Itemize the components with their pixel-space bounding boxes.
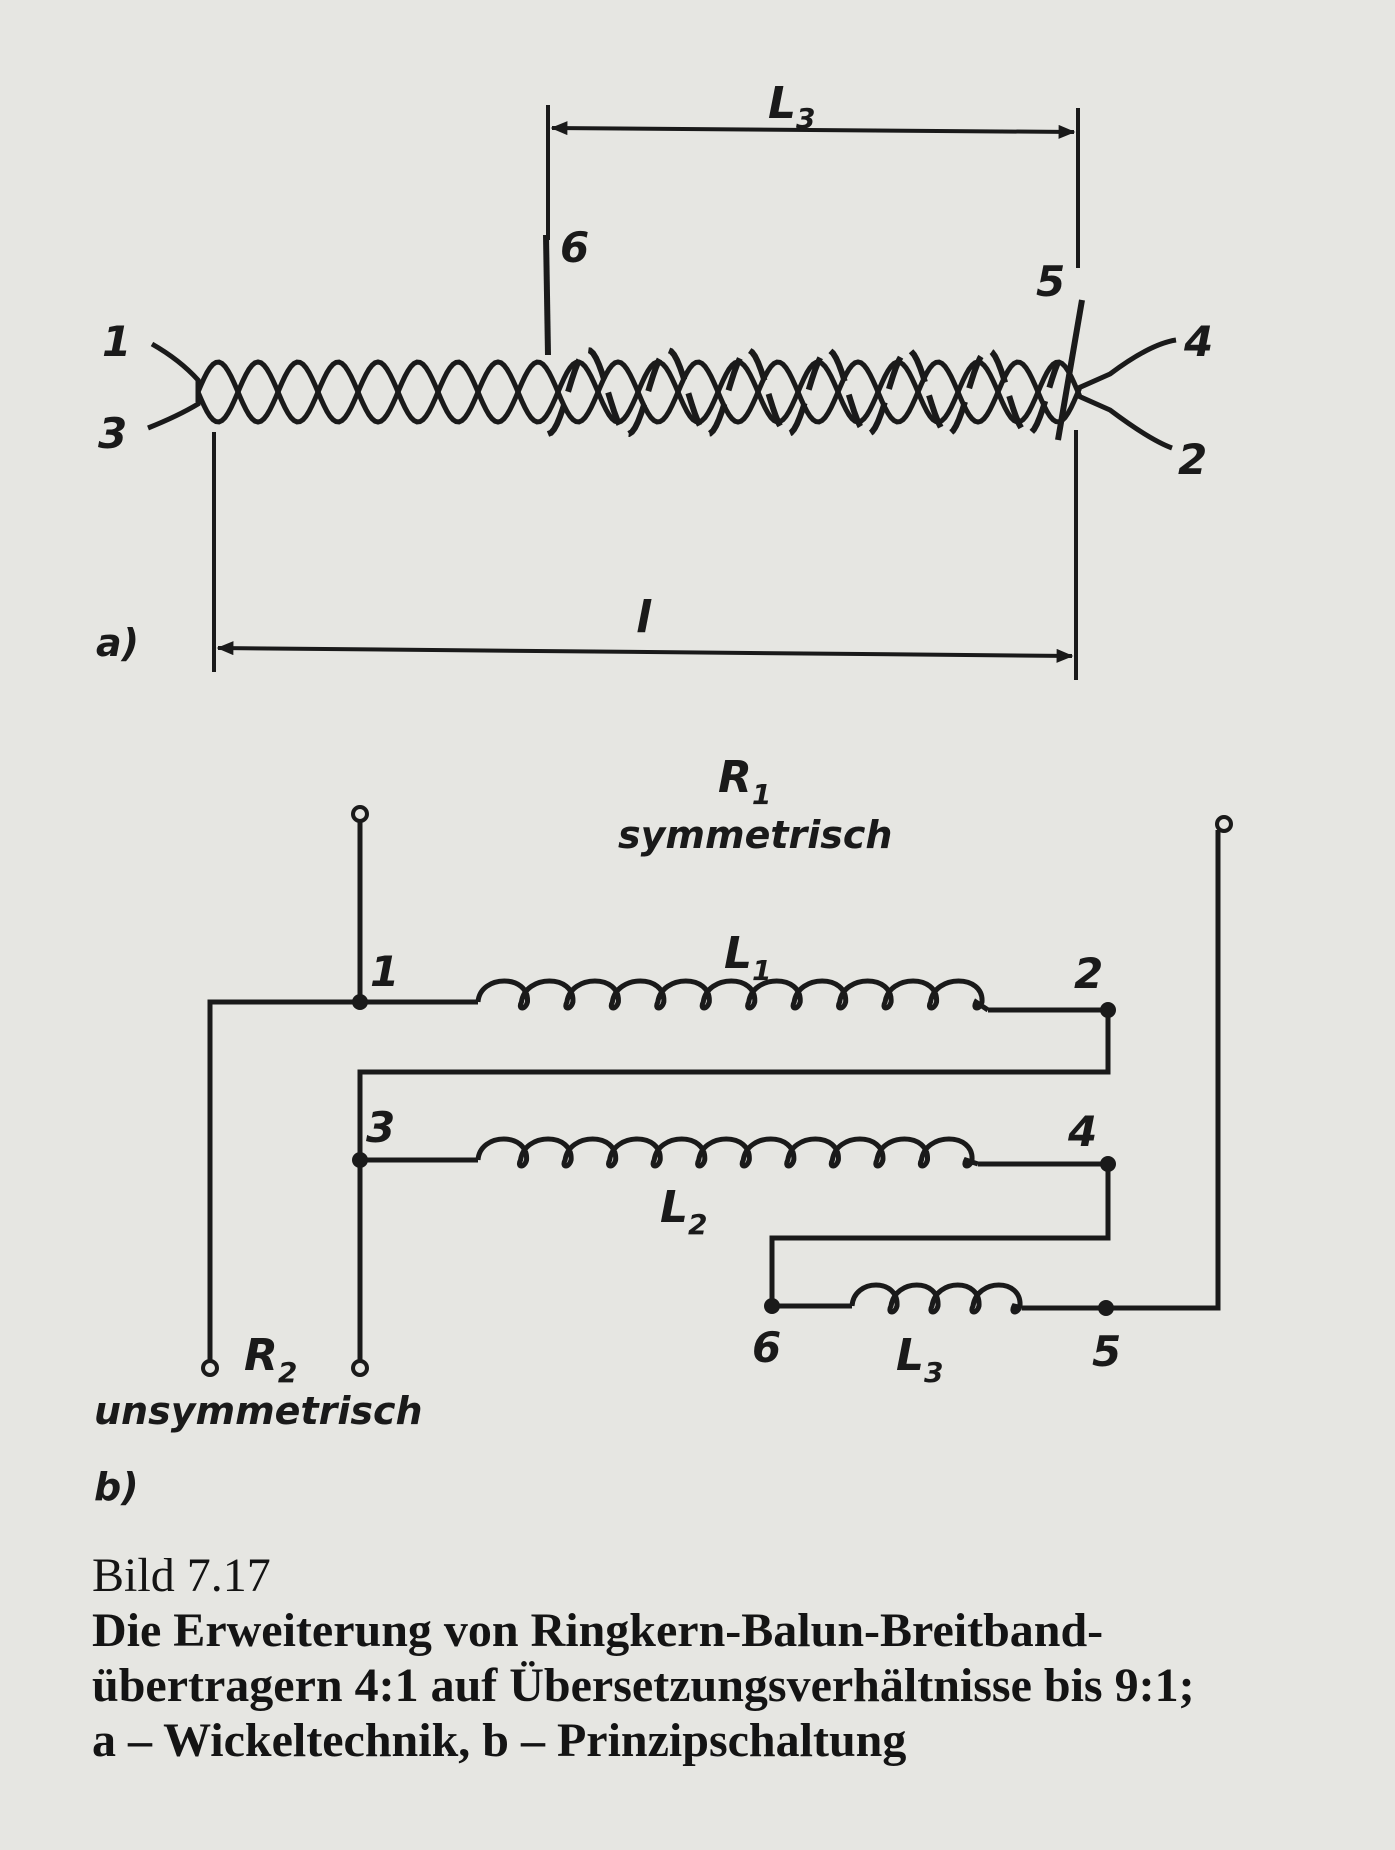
terminal-5-label: 5 [1036,257,1065,306]
r2-right-terminal [351,1359,369,1377]
caption-line-2: übertragern 4:1 auf Übersetzungsverhältn… [92,1659,1195,1712]
node-1-dot [352,994,368,1010]
inductor-l3 [849,1282,1023,1315]
node-3-dot [352,1152,368,1168]
node-1-label: 1 [370,947,399,996]
r2-left-wire [207,999,478,1362]
l3-label: L3 [896,1330,944,1389]
l3-dimension-label: L3 [768,78,816,135]
r2-label: R2 [244,1330,297,1389]
r1-right-terminal [1215,815,1233,833]
figure-number: Bild 7.17 [92,1549,271,1602]
r2-left-terminal [201,1359,219,1377]
l1-label: L1 [724,928,772,987]
node-3-label: 3 [366,1103,395,1152]
r1-left-terminal [351,805,369,823]
panel-b-label: b) [94,1465,139,1509]
node-4-label: 4 [1067,1107,1097,1156]
circuit-diagram [201,805,1233,1377]
terminal-3-label: 3 [98,409,127,458]
twisted-wire-1-2 [150,341,1173,451]
caption-line-3: a – Wickeltechnik, b – Prinzipschaltung [92,1714,907,1767]
l-dimension-label: l [636,592,652,643]
inductor-l1 [475,978,990,1013]
wire-5-6-lead-5 [1055,299,1085,441]
figure-caption: Bild 7.17 Die Erweiterung von Ringkern-B… [92,1548,1382,1768]
winding-diagram: L3 l 1 3 4 2 6 5 a) [96,78,1213,680]
link-2-to-3 [357,1007,1111,1362]
link-4-to-6 [769,1161,1111,1306]
node-6-dot [764,1298,780,1314]
panel-a-label: a) [96,621,139,665]
wire-5-6-winding [546,346,1061,438]
terminal-2-label: 2 [1178,435,1207,484]
l2-label: L2 [660,1182,708,1241]
r1-description: symmetrisch [618,813,892,857]
node-5-label: 5 [1092,1327,1121,1376]
terminal-4-label: 4 [1183,317,1213,366]
inductor-l2 [475,1136,979,1169]
twisted-wire-3-4 [147,337,1177,431]
r1-label: R1 [718,752,771,811]
circuit-labels: R1 symmetrisch R2 unsymmetrisch L1 L2 L3… [94,752,1121,1509]
caption-line-1: Die Erweiterung von Ringkern-Balun-Breit… [92,1604,1104,1657]
r2-description: unsymmetrisch [94,1389,423,1433]
node-2-dot [1100,1002,1116,1018]
terminal-6-label: 6 [560,223,589,272]
node-6-label: 6 [752,1323,781,1372]
l-dimension-arrow [216,641,1074,663]
node-2-label: 2 [1074,949,1103,998]
node-5-dot [1098,1300,1114,1316]
node-4-dot [1100,1156,1116,1172]
terminal-1-label: 1 [102,317,131,366]
r1-right-wire [1022,830,1221,1311]
l3-dimension-arrow [550,121,1076,139]
wire-5-6-lead-6 [543,234,551,356]
